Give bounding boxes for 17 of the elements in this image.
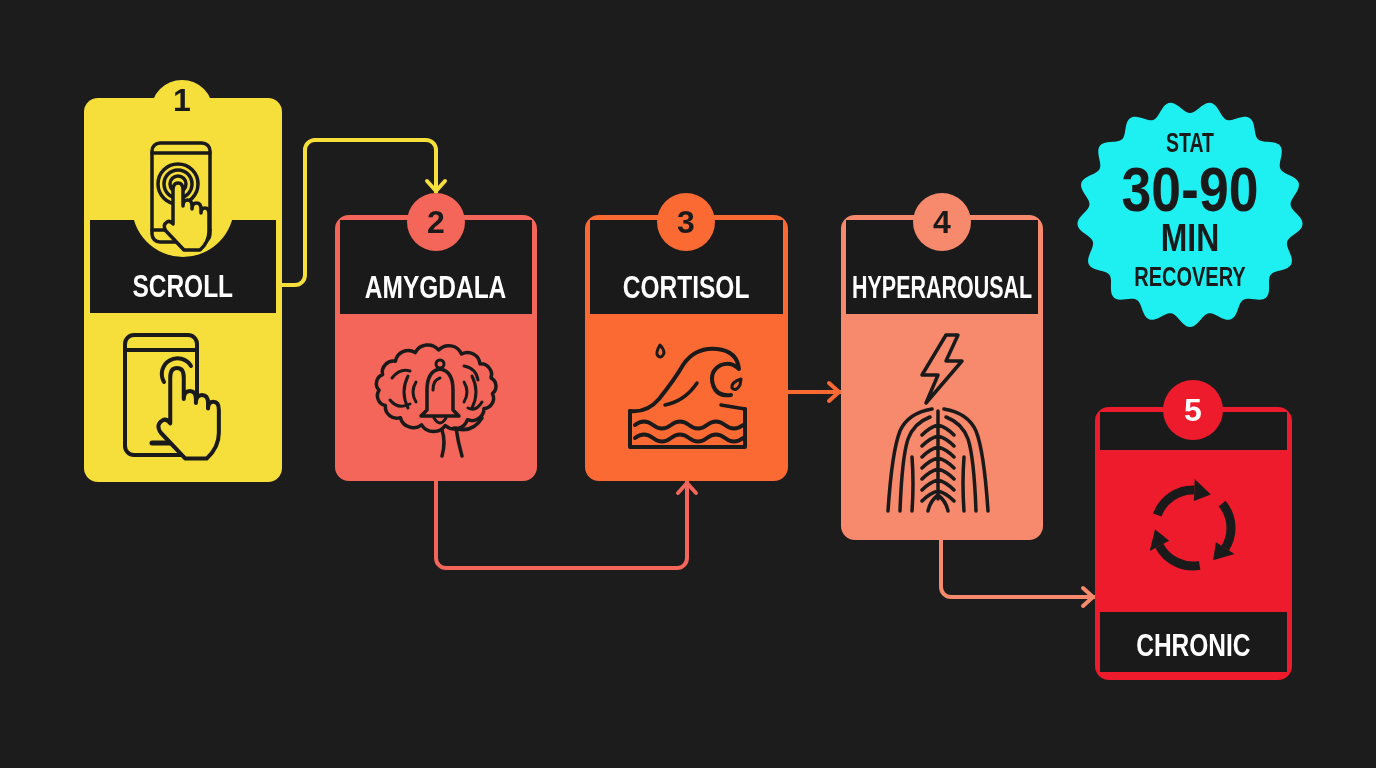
- stat-text: 30-90: [1121, 157, 1259, 221]
- step-number: 4: [913, 193, 971, 251]
- step-title: HYPERAROUSAL: [852, 272, 1032, 303]
- starburst-callout: [1077, 101, 1303, 327]
- step-title: CORTISOL: [623, 272, 750, 303]
- stat-text: MIN: [1160, 219, 1220, 257]
- step-number: 2: [407, 193, 465, 251]
- step-number: 3: [657, 193, 715, 251]
- connector-arrow: [434, 481, 698, 570]
- stat-text: RECOVERY: [1134, 263, 1246, 291]
- step-title: SCROLL: [132, 271, 234, 302]
- stat-text: STAT: [1166, 129, 1214, 157]
- step-title: AMYGDALA: [365, 272, 507, 303]
- step-title: CHRONIC: [1136, 630, 1251, 661]
- connector-arrow: [788, 381, 841, 403]
- step-number: 5: [1163, 380, 1223, 440]
- connector-arrow: [939, 540, 1095, 608]
